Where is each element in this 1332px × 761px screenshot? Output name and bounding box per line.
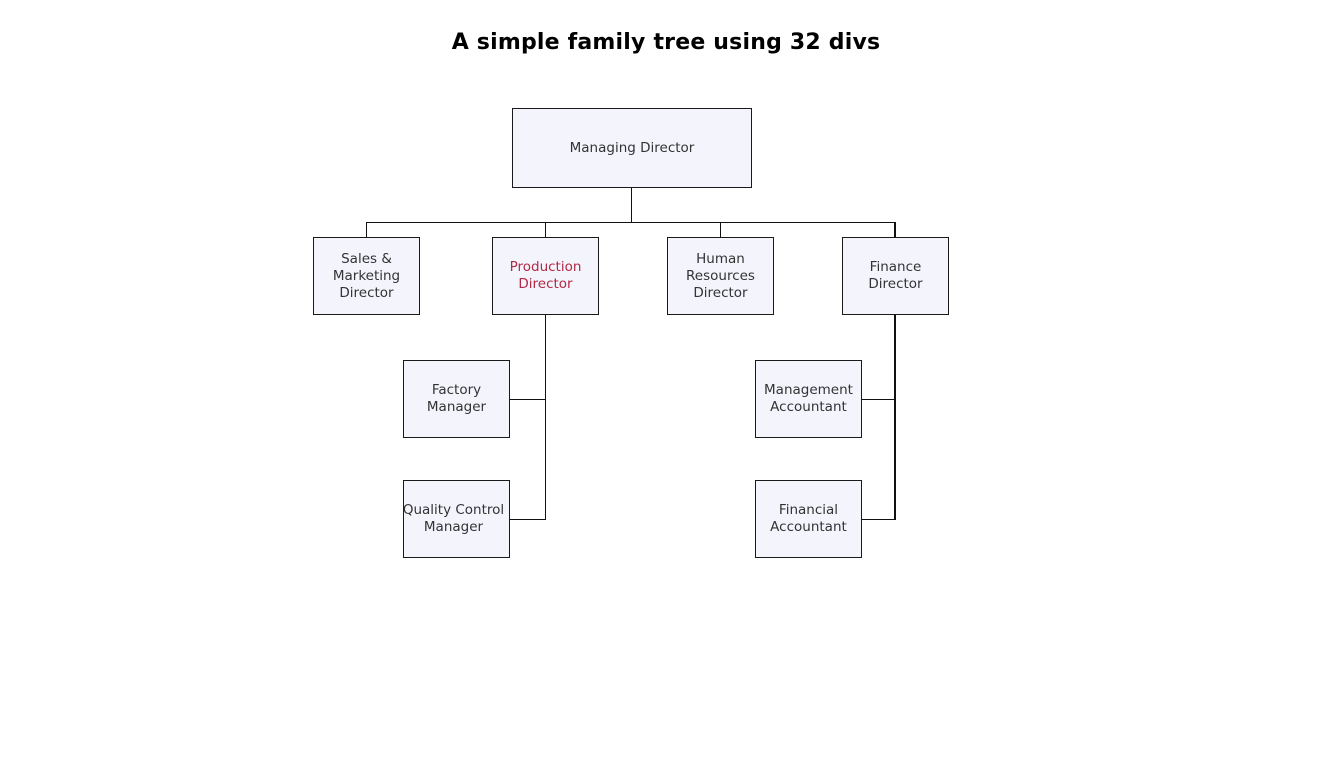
connector-stub-financial-accountant <box>861 519 896 520</box>
connector-stub-management-accountant <box>861 399 896 400</box>
node-label-management-accountant: Management Accountant <box>764 382 853 415</box>
node-human-resources-director[interactable]: Human Resources Director <box>667 237 774 315</box>
node-finance-director[interactable]: Finance Director <box>842 237 949 315</box>
node-label-production-director: Production Director <box>509 259 582 292</box>
node-quality-control-manager[interactable]: Quality Control Manager <box>403 480 510 558</box>
node-label-factory-manager: Factory Manager <box>426 382 487 415</box>
node-label-quality-control-manager: Quality Control Manager <box>402 502 505 535</box>
connector-level1-bus <box>366 222 896 223</box>
node-label-managing-director: Managing Director <box>569 139 695 156</box>
connector-drop-finance <box>894 222 896 238</box>
node-management-accountant[interactable]: Management Accountant <box>755 360 862 438</box>
node-sales-marketing-director[interactable]: Sales & Marketing Director <box>313 237 420 315</box>
node-label-finance-director: Finance Director <box>868 259 923 292</box>
connector-drop-human-resources <box>720 222 721 238</box>
connector-finance-bus <box>894 314 896 520</box>
connector-drop-production <box>545 222 546 238</box>
connector-stub-quality-control <box>509 519 546 520</box>
connector-drop-sales-marketing <box>366 222 367 238</box>
node-label-sales-marketing-director: Sales & Marketing Director <box>332 250 401 301</box>
node-production-director[interactable]: Production Director <box>492 237 599 315</box>
node-factory-manager[interactable]: Factory Manager <box>403 360 510 438</box>
connector-stub-factory-manager <box>509 399 546 400</box>
node-label-financial-accountant: Financial Accountant <box>770 502 847 535</box>
node-financial-accountant[interactable]: Financial Accountant <box>755 480 862 558</box>
node-managing-director[interactable]: Managing Director <box>512 108 752 188</box>
connector-production-bus <box>545 314 546 520</box>
connector-root-stem <box>631 188 632 222</box>
node-label-human-resources-director: Human Resources Director <box>686 250 755 301</box>
page-title: A simple family tree using 32 divs <box>451 30 881 55</box>
